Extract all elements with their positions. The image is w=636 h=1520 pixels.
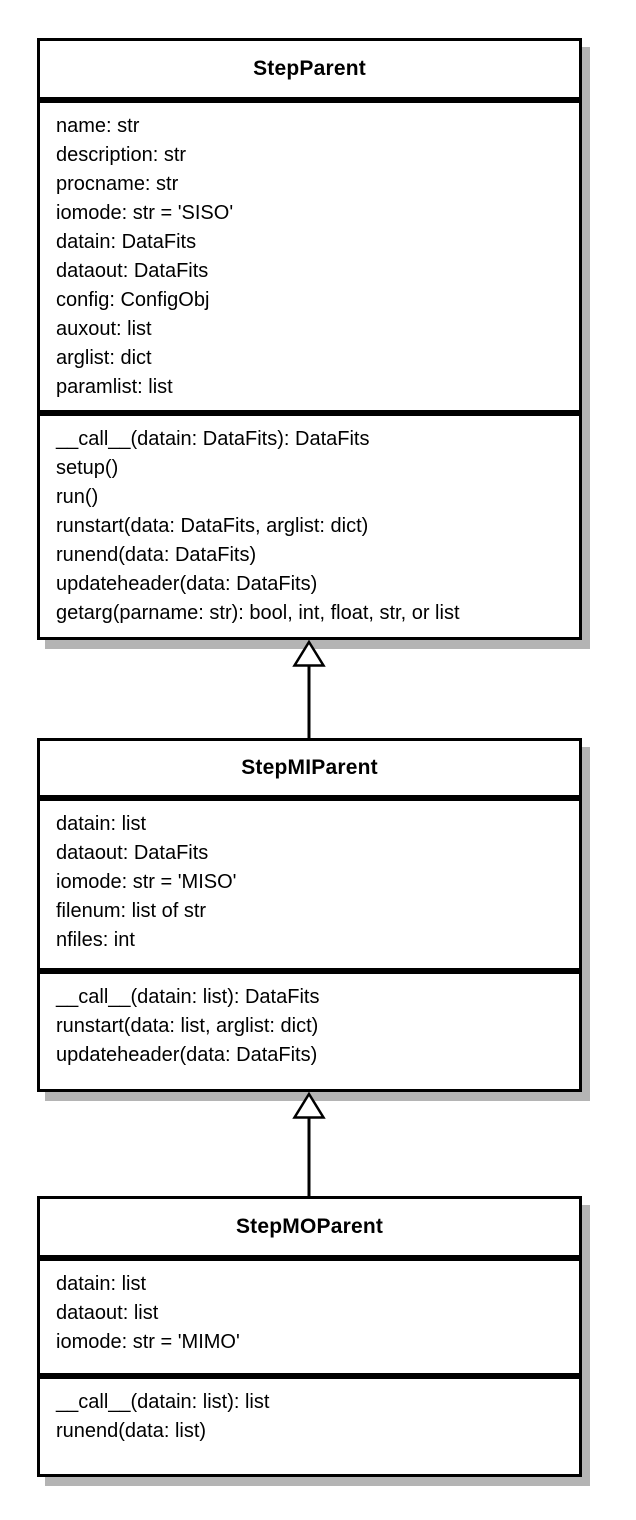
attribute-line: filenum: list of str [56,900,207,922]
inheritance-arrow-stepmoparent-to-stepmiparent [292,1092,326,1196]
method-line: __call__(datain: list): list [56,1391,270,1413]
method-line: getarg(parname: str): bool, int, float, … [56,602,460,624]
attributes-compartment: datain: list dataout: DataFits iomode: str… [37,798,582,971]
class-name: StepMOParent [235,1215,384,1238]
method-line: updateheader(data: DataFits) [56,1044,318,1066]
methods-compartment: __call__(datain: DataFits): DataFits setu… [37,413,582,640]
method-line: __call__(datain: DataFits): DataFits [56,428,370,450]
attribute-line: procname: str [56,173,179,195]
attribute-line: iomode: str = 'MISO' [56,871,237,893]
attribute-line: datain: list [56,813,147,835]
method-line: runstart(data: list, arglist: dict) [56,1015,319,1037]
attributes-compartment: datain: list dataout: list iomode: str = '… [37,1258,582,1376]
attribute-line: arglist: dict [56,347,152,369]
attribute-line: dataout: list [56,1302,159,1324]
method-line: runstart(data: DataFits, arglist: dict) [56,515,369,537]
class-box-stepmoparent: StepMOParent datain: list dataout: list io… [37,1196,582,1477]
attribute-line: name: str [56,115,140,137]
inheritance-triangle-icon [292,1092,326,1119]
class-name: StepParent [253,57,366,80]
class-box-stepparent: StepParent name: str description: str proc… [37,38,582,640]
class-box-stepmiparent: StepMIParent datain: list dataout: DataFi… [37,738,582,1092]
method-line: setup() [56,457,119,479]
method-line: updateheader(data: DataFits) [56,573,318,595]
attribute-line: paramlist: list [56,376,173,398]
method-line: runend(data: DataFits) [56,544,257,566]
attribute-line: config: ConfigObj [56,289,210,311]
inheritance-triangle-icon [292,640,326,667]
attributes-compartment: name: str description: str procname: str io… [37,100,582,413]
attribute-line: datain: DataFits [56,231,197,253]
attribute-line: iomode: str = 'MIMO' [56,1331,240,1353]
attribute-line: description: str [56,144,187,166]
method-line: run() [56,486,99,508]
methods-compartment: __call__(datain: list): list runend(data:… [37,1376,582,1477]
attribute-line: auxout: list [56,318,152,340]
attribute-line: datain: list [56,1273,147,1295]
attribute-line: iomode: str = 'SISO' [56,202,234,224]
method-line: __call__(datain: list): DataFits [56,986,320,1008]
class-title-compartment: StepMOParent [37,1196,582,1258]
methods-compartment: __call__(datain: list): DataFits runstart… [37,971,582,1092]
class-title-compartment: StepParent [37,38,582,100]
inheritance-arrow-stepmiparent-to-stepparent [292,640,326,738]
class-title-compartment: StepMIParent [37,738,582,798]
class-name: StepMIParent [241,756,378,779]
attribute-line: nfiles: int [56,929,135,951]
attribute-line: dataout: DataFits [56,842,209,864]
method-line: runend(data: list) [56,1420,207,1442]
attribute-line: dataout: DataFits [56,260,209,282]
